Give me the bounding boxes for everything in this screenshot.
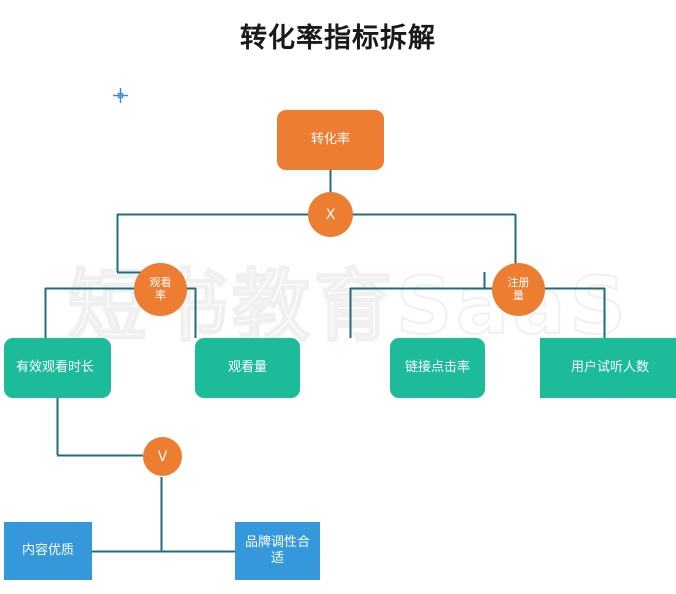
node-link-click-rate[interactable]: 链接点击率 [390,338,485,398]
node-brand-tone-fit-label: 品牌调性合适 [244,534,310,566]
node-conversion-rate[interactable]: 转化率 [277,110,384,170]
node-effective-watch-duration-label: 有效观看时长 [16,359,95,375]
operator-v-label: V [157,448,168,465]
node-signup-volume[interactable]: 注册量 [492,263,545,316]
node-watch-volume-label: 观看量 [227,359,267,375]
operator-multiply-label: X [325,206,336,223]
operator-v[interactable]: V [143,437,182,476]
node-quality-content-label: 内容优质 [21,542,74,558]
node-trial-listen-users-label: 用户试听人数 [570,359,649,375]
node-signup-volume-label: 注册量 [507,275,530,302]
operator-multiply[interactable]: X [308,192,353,237]
node-link-click-rate-label: 链接点击率 [404,359,470,375]
node-trial-listen-users[interactable]: 用户试听人数 [540,338,676,398]
node-effective-watch-duration[interactable]: 有效观看时长 [4,338,111,398]
node-watch-volume[interactable]: 观看量 [195,338,300,398]
crosshair-cursor-icon [113,88,128,103]
page-title: 转化率指标拆解 [240,23,436,54]
node-brand-tone-fit[interactable]: 品牌调性合适 [235,522,320,580]
node-quality-content[interactable]: 内容优质 [4,522,92,580]
node-conversion-rate-label: 转化率 [310,131,350,147]
node-watch-rate-label: 观看率 [149,275,172,302]
node-watch-rate[interactable]: 观看率 [134,263,187,316]
